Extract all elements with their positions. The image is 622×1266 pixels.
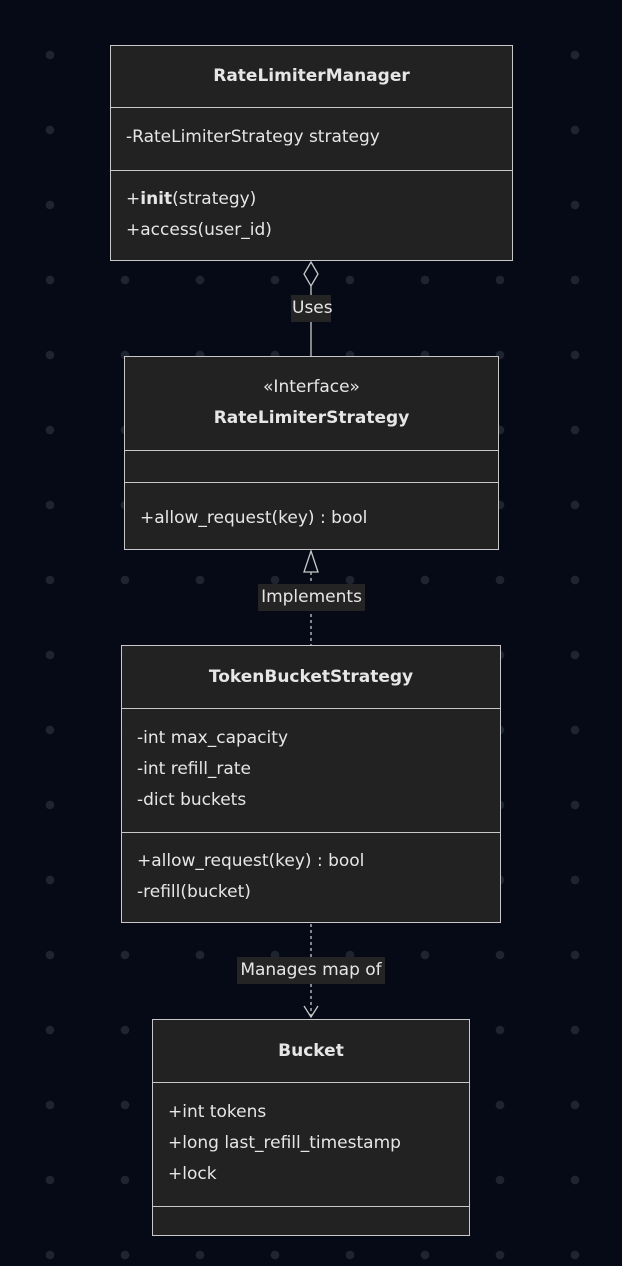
attribute: -int refill_rate [137, 759, 251, 779]
class-rate-limiter-manager[interactable]: RateLimiterManager -RateLimiterStrategy … [110, 45, 513, 261]
method: +access(user_id) [126, 220, 272, 240]
attribute: +lock [168, 1164, 217, 1184]
class-name: RateLimiterManager [213, 66, 410, 86]
class-name: Bucket [278, 1041, 344, 1061]
attributes-section: +int tokens +long last_refill_timestamp … [153, 1082, 469, 1206]
attributes-section: -RateLimiterStrategy strategy [111, 107, 512, 170]
class-name: RateLimiterStrategy [213, 408, 410, 428]
method: +init(strategy) [126, 189, 257, 209]
methods-section: +allow_request(key) : bool [125, 482, 498, 551]
methods-section: +init(strategy) +access(user_id) [111, 170, 512, 262]
attribute: -int max_capacity [137, 728, 289, 748]
attribute: +int tokens [168, 1102, 267, 1122]
label-uses: Uses [291, 295, 333, 322]
realization-triangle-icon [303, 548, 319, 573]
class-token-bucket-strategy[interactable]: TokenBucketStrategy -int max_capacity -i… [121, 645, 501, 923]
label-manages: Manages map of [237, 957, 385, 984]
methods-section [153, 1206, 469, 1237]
attributes-section: -int max_capacity -int refill_rate -dict… [122, 708, 500, 832]
method: +allow_request(key) : bool [137, 851, 365, 871]
edge-manages [303, 924, 319, 1019]
methods-section: +allow_request(key) : bool -refill(bucke… [122, 832, 500, 924]
attributes-section [125, 450, 498, 482]
open-arrow-icon [303, 1005, 319, 1019]
method: -refill(bucket) [137, 882, 251, 902]
aggregation-diamond-icon [303, 260, 319, 288]
class-name: TokenBucketStrategy [208, 667, 414, 687]
method: +allow_request(key) : bool [140, 508, 368, 528]
class-bucket[interactable]: Bucket +int tokens +long last_refill_tim… [152, 1019, 470, 1236]
attribute: +long last_refill_timestamp [168, 1133, 401, 1153]
header-section: «Interface» RateLimiterStrategy [125, 357, 498, 450]
class-rate-limiter-strategy[interactable]: «Interface» RateLimiterStrategy +allow_r… [124, 356, 499, 550]
method-bold: init [140, 189, 173, 209]
attribute: -dict buckets [137, 790, 247, 810]
stereotype: «Interface» [263, 377, 360, 397]
label-implements: Implements [258, 584, 365, 611]
attribute: -RateLimiterStrategy strategy [126, 127, 380, 147]
